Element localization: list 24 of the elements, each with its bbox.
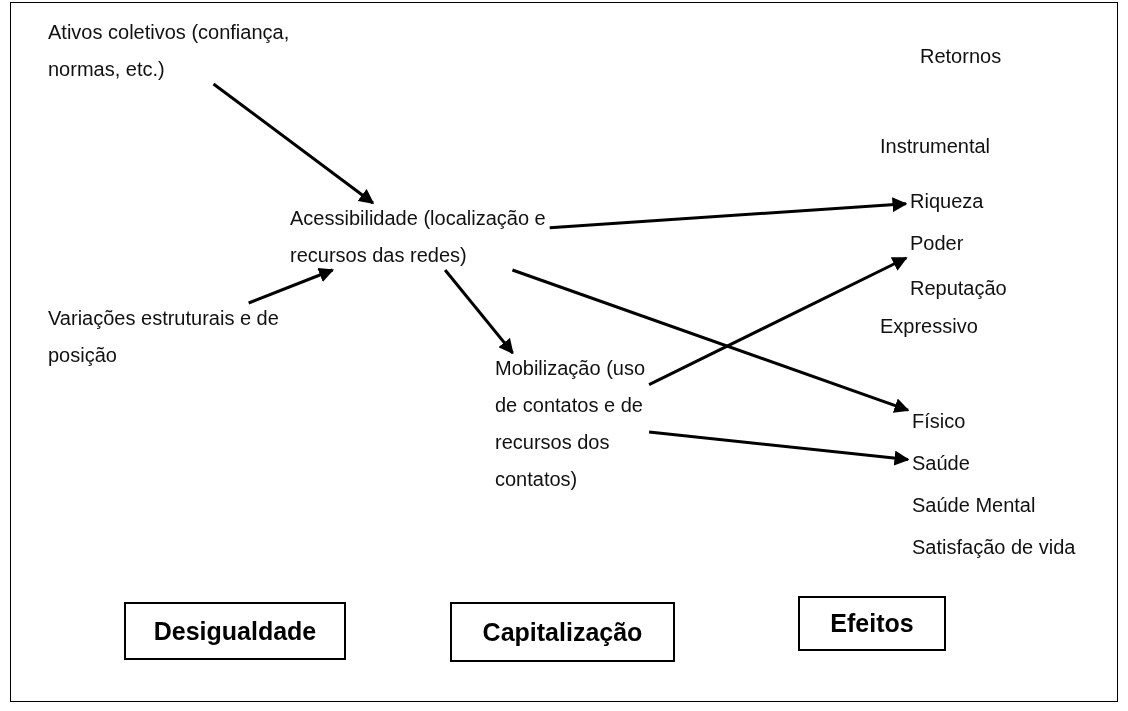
concept-text: Ativos coletivos (confiança, normas, etc.) [48,14,348,88]
stage-box: Capitalização [450,602,675,662]
arrow [648,430,910,466]
category-label: Reputação [910,276,1007,301]
concept-text: Mobilização (uso de contatos e de recursos dos contatos) [495,350,655,498]
concept-text: Físico [912,403,966,440]
category-label: Saúde Mental [912,493,1036,518]
category-label: Expressivo [880,314,978,339]
stage-box: Efeitos [798,596,946,651]
arrow [212,82,375,205]
category-label: Retornos [920,44,1002,69]
concept-text: Poder [910,225,964,262]
concept-text: Variações estruturais e de posição [48,300,348,374]
stage-box: Desigualdade [124,602,346,660]
arrow [248,267,334,305]
arrow [443,269,514,355]
category-label: Satisfação de vida [912,535,1076,560]
concept-text: Acessibilidade (localização e recursos das redes) [290,200,580,274]
arrow [549,197,908,230]
arrow [648,256,908,386]
arrow [511,268,910,413]
category-label: Instrumental [880,134,991,159]
concept-text: Saúde [912,445,970,482]
concept-text: Riqueza [910,183,984,220]
